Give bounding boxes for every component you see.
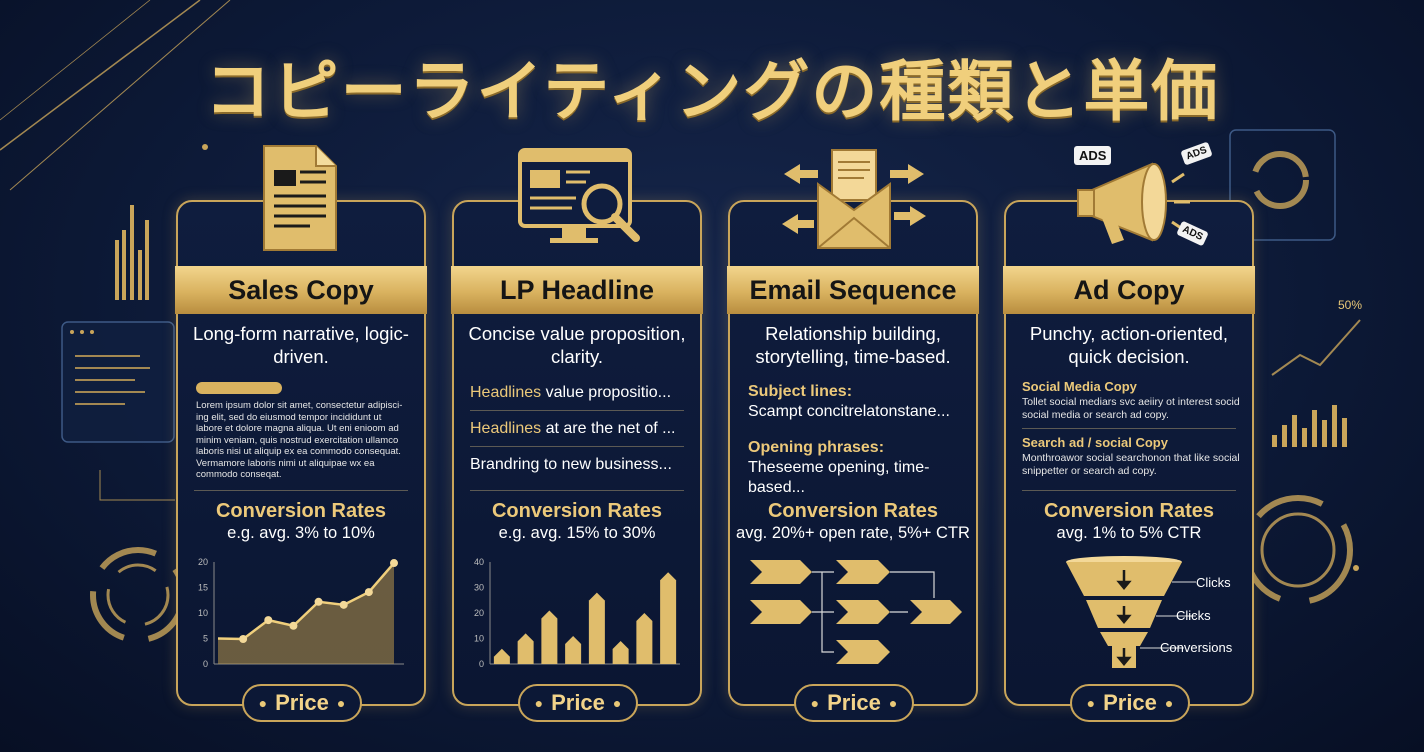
dot-icon: ● [1164, 695, 1174, 711]
section-text: Tollet social mediars svc aeiiry ot inte… [1022, 396, 1240, 421]
divider [470, 446, 684, 447]
highlight-bar [196, 382, 282, 394]
list-item: Headlines value propositio... [470, 384, 672, 401]
area-fill [218, 563, 394, 664]
y-tick-label: 20 [474, 608, 484, 618]
bar [541, 610, 558, 664]
conversion-area-chart: 0 5 10 15 20 [198, 557, 404, 669]
conversion-title: Conversion Rates [491, 500, 663, 522]
area-line [217, 562, 395, 641]
price-label: Price [551, 690, 605, 715]
price-button[interactable]: ● Price ● [242, 684, 362, 722]
price-label: Price [275, 690, 329, 715]
card-body-text: Lorem ipsum dolor sit amet, consectetur … [196, 400, 403, 480]
bar [517, 633, 534, 664]
data-point [289, 621, 298, 630]
section-heading: Search ad / social Copy [1022, 435, 1168, 450]
y-tick-label: 30 [474, 583, 484, 593]
conversion-title: Conversion Rates [767, 500, 939, 522]
divider [470, 410, 684, 411]
card-title: Email Sequence [749, 274, 957, 305]
section-text: Monthroawor social searchonon that like … [1022, 452, 1240, 477]
document-icon [263, 145, 337, 251]
funnel-label: Clicks [1196, 575, 1231, 590]
card-title: LP Headline [499, 274, 655, 305]
dot-icon: ● [534, 695, 544, 711]
y-tick-label: 5 [203, 634, 208, 644]
divider [470, 490, 684, 491]
card-title-band: LP Headline [451, 266, 703, 314]
y-tick-label: 10 [474, 634, 484, 644]
card-title: Sales Copy [228, 274, 374, 305]
funnel-label: Conversions [1160, 640, 1233, 655]
card-description: Punchy, action-oriented, quick decision. [1029, 323, 1229, 367]
y-tick-label: 10 [198, 608, 208, 618]
y-tick-label: 20 [198, 557, 208, 567]
divider [1022, 490, 1236, 491]
y-tick-label: 0 [479, 659, 484, 669]
section-heading: Social Media Copy [1022, 379, 1137, 394]
card-title-band: Sales Copy [175, 266, 427, 314]
dot-icon: ● [1086, 695, 1096, 711]
card-description: Long-form narrative, logic-driven. [193, 323, 409, 367]
list-item: Brandring to new business... [470, 456, 672, 473]
field-opening-phrases: Opening phrases: Theseeme opening, time-… [748, 439, 930, 496]
card-ad-copy: ADS ADS ADS Ad Copy Punchy, action-orien… [1003, 141, 1255, 722]
bar [612, 641, 629, 664]
conversion-title: Conversion Rates [215, 500, 387, 522]
percent-label: 50% [1338, 298, 1363, 312]
bar [565, 635, 582, 664]
card-title-band: Email Sequence [727, 266, 979, 314]
divider [1022, 428, 1236, 429]
dot-icon: ● [336, 695, 346, 711]
data-point [239, 635, 248, 644]
bar [660, 572, 677, 664]
card-title-band: Ad Copy [1003, 266, 1255, 314]
price-button[interactable]: ● Price ● [794, 684, 914, 722]
field-subject-lines: Subject lines:Scampt concitrelatonstane.… [748, 383, 950, 420]
conversion-subtitle: avg. 20%+ open rate, 5%+ CTR [736, 524, 970, 542]
conversion-subtitle: e.g. avg. 3% to 10% [227, 524, 375, 542]
conversion-subtitle: e.g. avg. 15% to 30% [498, 524, 656, 542]
card-email-sequence: Email Sequence Relationship building, st… [727, 149, 979, 722]
bar [636, 613, 653, 664]
page-title: コピーライティングの種類と単価 [204, 53, 1220, 130]
conversion-bar-chart: 0 10 20 30 40 [474, 557, 680, 669]
bar [493, 648, 510, 664]
divider [194, 490, 408, 491]
sequence-flow-diagram [750, 560, 962, 664]
card-description: Relationship building, storytelling, tim… [755, 323, 951, 367]
conversion-subtitle: avg. 1% to 5% CTR [1056, 524, 1202, 542]
card-lp-headline: LP Headline Concise value proposition, c… [451, 148, 703, 722]
data-point [390, 559, 398, 568]
ads-tag: ADS [1074, 146, 1112, 165]
email-icon [782, 149, 926, 249]
price-button[interactable]: ● Price ● [1070, 684, 1190, 722]
dot-icon: ● [810, 695, 820, 711]
data-point [264, 616, 273, 625]
price-label: Price [1103, 690, 1157, 715]
conversion-funnel [1066, 556, 1196, 668]
dot-icon: ● [612, 695, 622, 711]
dot-icon: ● [888, 695, 898, 711]
card-title: Ad Copy [1073, 274, 1185, 305]
price-label: Price [827, 690, 881, 715]
card-description: Concise value proposition, clarity. [468, 323, 686, 367]
bar [588, 592, 605, 664]
price-button[interactable]: ● Price ● [518, 684, 638, 722]
list-item: Headlines at are the net of ... [470, 420, 676, 437]
y-tick-label: 40 [474, 557, 484, 567]
data-point [364, 588, 373, 597]
data-point [339, 600, 348, 609]
web-search-icon [518, 148, 640, 243]
dot-icon: ● [258, 695, 268, 711]
conversion-title: Conversion Rates [1043, 500, 1215, 522]
y-tick-label: 0 [203, 659, 208, 669]
funnel-label: Clicks [1176, 608, 1211, 623]
card-sales-copy: Sales Copy Long-form narrative, logic-dr… [175, 145, 427, 722]
data-point [314, 597, 323, 606]
megaphone-icon [1077, 162, 1190, 244]
y-tick-label: 15 [198, 583, 208, 593]
